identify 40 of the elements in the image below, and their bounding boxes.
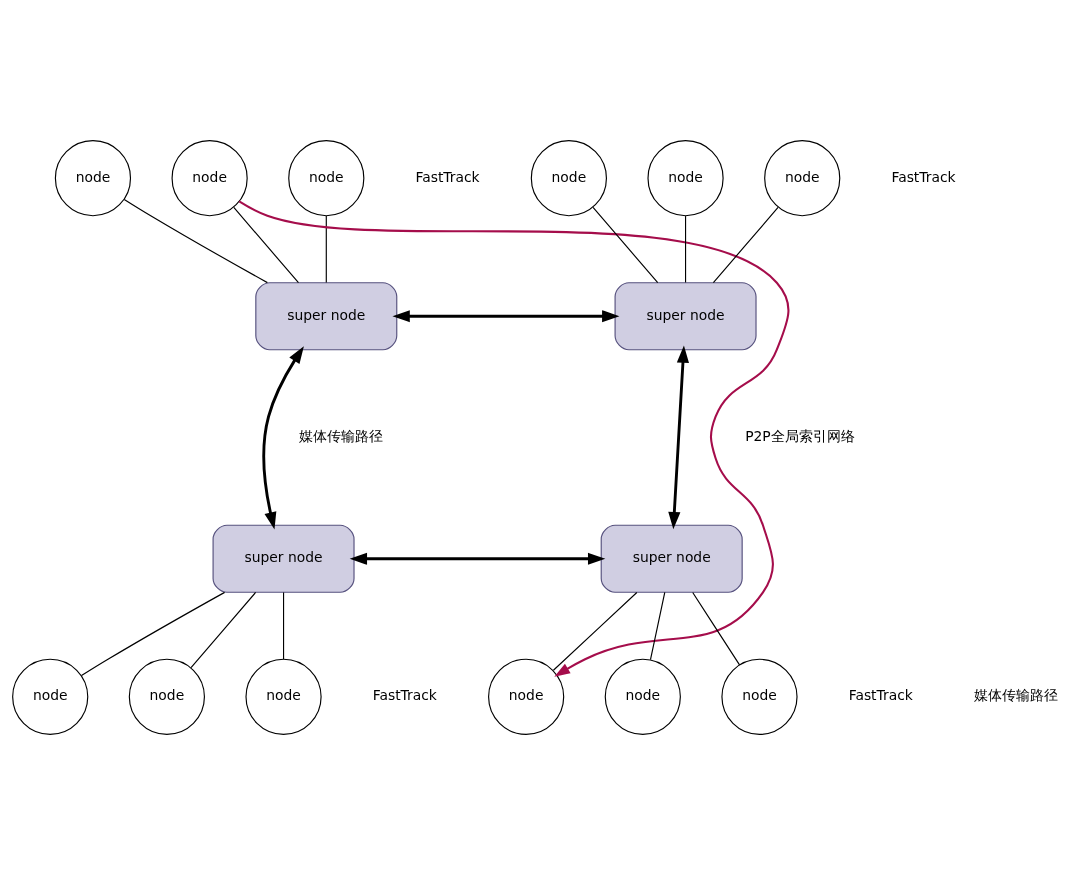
arrow	[668, 345, 689, 530]
node-circle: node	[245, 658, 322, 735]
node-box: super node	[212, 524, 355, 593]
connector	[592, 206, 659, 284]
node-box: super node	[255, 282, 398, 351]
connector	[325, 215, 327, 284]
arrow	[349, 552, 606, 565]
connector	[692, 591, 741, 666]
node-circle: node	[488, 658, 565, 735]
node-circle: node	[12, 658, 89, 735]
connector	[80, 591, 226, 677]
label: FastTrack	[848, 687, 913, 704]
label: FastTrack	[415, 168, 480, 185]
connector	[649, 591, 666, 661]
connector	[123, 198, 268, 284]
connector	[282, 591, 285, 660]
label: FastTrack	[372, 687, 437, 704]
connector	[684, 215, 687, 284]
node-circle: node	[128, 658, 205, 735]
connector	[233, 206, 300, 284]
node-circle: node	[171, 140, 248, 217]
label: 媒体传输路径	[973, 687, 1058, 704]
connector	[552, 591, 638, 671]
node-circle: node	[764, 140, 841, 217]
connector	[190, 591, 257, 669]
node-circle: node	[54, 140, 132, 217]
arrow	[262, 346, 304, 530]
node-circle: node	[288, 140, 365, 217]
node-circle: node	[604, 658, 681, 735]
node-circle: node	[647, 140, 724, 217]
node-box: super node	[600, 524, 743, 593]
connector	[712, 206, 779, 284]
label: 媒体传输路径	[299, 428, 384, 445]
label: FastTrack	[891, 168, 956, 185]
arrow	[238, 200, 790, 677]
node-box: super node	[614, 282, 757, 351]
label: P2P全局索引网络	[745, 428, 855, 445]
arrow	[392, 310, 620, 323]
node-circle: node	[721, 658, 798, 735]
node-circle: node	[530, 140, 607, 217]
